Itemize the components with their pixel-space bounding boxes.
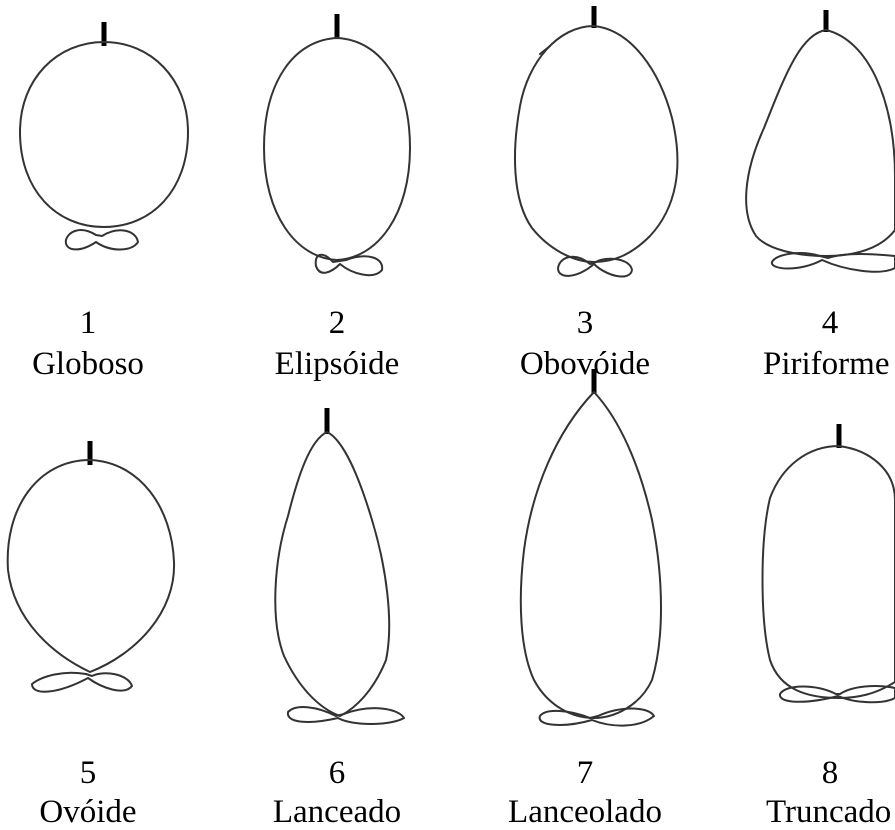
shape-number-6: 6 <box>329 757 346 790</box>
shape-number-7: 7 <box>577 757 594 790</box>
fruit-shape-lanceado <box>275 408 404 724</box>
shape-name-piriforme: Piriforme <box>763 348 895 381</box>
fruit-shape-ovoide <box>8 441 174 692</box>
fruit-shape-elipsoide <box>264 14 410 275</box>
shape-name-lanceado: Lanceado <box>273 796 401 829</box>
shape-name-obovoide: Obovóide <box>520 348 650 381</box>
shape-number-1: 1 <box>80 307 97 340</box>
shape-number-5: 5 <box>80 757 97 790</box>
fruit-shape-globoso <box>20 22 188 250</box>
shape-name-globoso: Globoso <box>32 348 144 381</box>
shape-number-3: 3 <box>577 307 594 340</box>
shape-number-4: 4 <box>822 307 839 340</box>
shape-name-lanceolado: Lanceolado <box>508 796 662 829</box>
shape-number-8: 8 <box>822 757 839 790</box>
fruit-shape-piriforme <box>746 10 895 272</box>
shape-name-ovoide: Ovóide <box>39 796 136 829</box>
fruit-shape-obovoide <box>515 6 677 277</box>
fruit-shape-lanceolado <box>521 369 661 726</box>
shape-name-truncado: Truncado <box>766 796 895 829</box>
shape-name-elipsoide: Elipsóide <box>275 348 400 381</box>
shape-number-2: 2 <box>329 307 346 340</box>
fruit-shape-truncado <box>763 424 895 702</box>
